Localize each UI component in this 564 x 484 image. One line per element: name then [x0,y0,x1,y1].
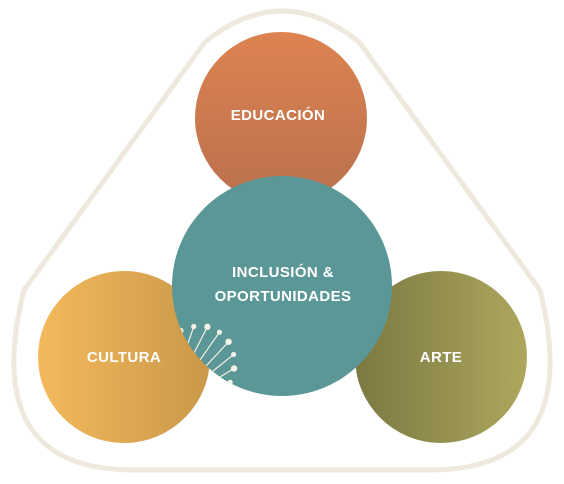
decor-dot [191,323,197,330]
decor-dot [230,365,238,372]
decor-dot [204,323,211,331]
decor-dot [216,329,223,335]
inclusion-label-line1: INCLUSIÓN & [232,263,334,281]
culture-label: CULTURA [87,349,161,366]
education-circle [195,32,367,204]
inclusion-circle [172,176,392,396]
art-circle [355,271,527,443]
decor-dot [231,351,237,358]
art-label: ARTE [420,349,462,366]
decor-dot [227,379,233,385]
decor-dot [369,69,374,74]
culture-circle [38,271,210,443]
decor-dot [219,391,227,396]
inclusion-label-line2: OPORTUNIDADES [215,288,352,305]
decor-dot [399,88,404,93]
decor-dot [225,338,232,345]
triangle-frame [11,8,553,473]
education-label: EDUCACIÓN [231,106,325,124]
